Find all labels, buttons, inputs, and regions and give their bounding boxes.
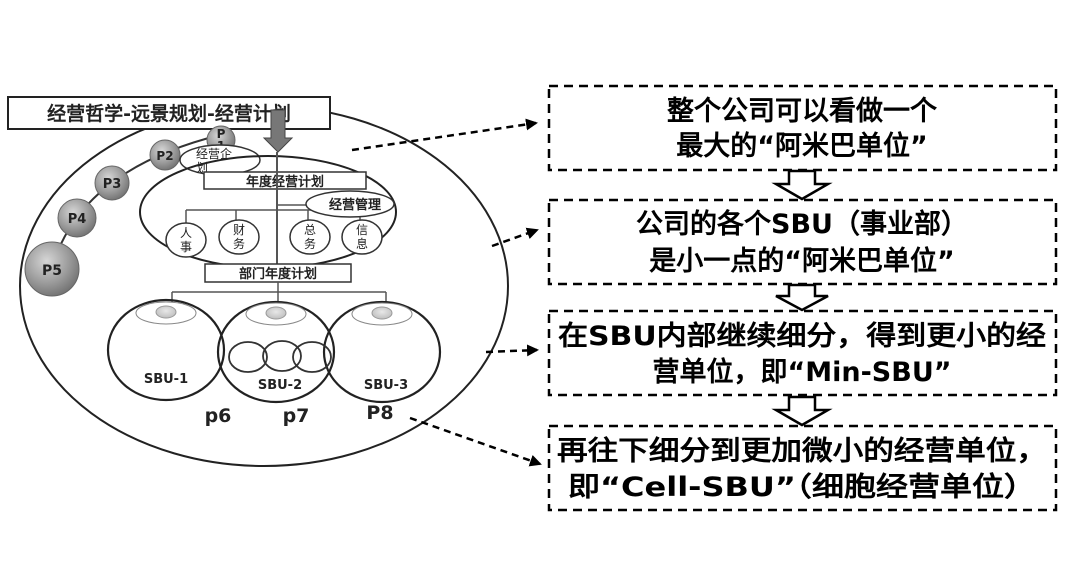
min-sbu-circle-2 [262,340,302,372]
p4-label: P4 [68,212,87,227]
arrow-to-box-4 [409,416,542,467]
circle-p4 [57,198,97,238]
arrow-to-box-3 [485,344,539,357]
dept-hr-line2: 事 [180,240,192,254]
min-sbu-circle-1 [228,341,268,373]
circle-p5 [24,241,80,297]
sbu-3-circle [322,300,442,404]
header-title: 经营哲学-远景规划-经营计划 [47,102,291,125]
management-oval [305,190,395,218]
sbu-3-top-dot [371,306,393,320]
box-1 [547,84,1058,172]
label-p7: p7 [283,405,310,427]
box-3 [547,309,1058,397]
sbu-2-top-dot [265,306,287,320]
down-arrow-icon-1 [771,169,833,201]
box-4-line-1: 再往下细分到更加微小的经营单位， [557,435,1047,467]
circle-p2 [149,139,181,171]
header-down-arrow-icon [262,109,294,153]
box-1-line-1: 整个公司可以看做一个 [667,96,938,127]
box-4 [547,424,1058,512]
min-sbu-circle-3 [292,341,332,373]
dept-info-line1: 信 [356,223,368,237]
annual-plan-box [203,171,367,190]
arrow-to-box-1 [351,118,538,152]
dept-oval-hr [165,222,207,258]
dept-oval-general [289,219,331,255]
dept-finance-line1: 财 [233,223,245,237]
sbu-1-circle [106,298,226,402]
sbu-1-label: SBU-1 [144,372,188,387]
box-4-line-2: 即“Cell-SBU”（细胞经营单位） [568,471,1036,503]
dept-hr-line1: 人 [180,226,192,240]
box-2-line-2: 是小一点的“阿米巴单位” [649,245,955,277]
company-outer-ellipse [19,105,509,467]
dept-oval-info [341,219,383,255]
down-arrow-icon-2 [775,283,829,312]
dept-annual-plan-label: 部门年度计划 [239,266,317,282]
p1-label-line1: P [217,127,226,141]
dept-info-line2: 息 [356,236,368,251]
p2-label: P2 [156,149,173,163]
box-2-line-1: 公司的各个SBU（事业部） [636,208,968,240]
sbu-2-label: SBU-2 [258,378,302,393]
p3-label: P3 [103,177,122,192]
box-3-line-2: 营单位，即“Min-SBU” [653,356,952,388]
annual-plan-label: 年度经营计划 [246,174,324,190]
label-p8: P8 [366,402,393,424]
sbu-1-top-dot [155,305,177,319]
dept-finance-line2: 务 [233,236,245,251]
planning-line1: 经营企 [196,146,232,161]
dept-oval-finance [218,219,260,255]
label-p6: p6 [205,405,232,427]
down-arrow-icon-3 [771,395,833,427]
management-label: 经营管理 [329,197,381,213]
p5-label: P5 [42,263,62,279]
box-2 [547,198,1058,286]
circle-p3 [94,165,130,201]
dept-general-line2: 务 [304,236,316,251]
arrow-to-box-2 [491,227,539,248]
sbu-3-label: SBU-3 [364,378,408,393]
sbu-2-circle [216,300,336,404]
dept-general-line1: 总 [304,223,316,237]
box-1-line-2: 最大的“阿米巴单位” [676,130,928,162]
box-3-line-1: 在SBU内部继续细分，得到更小的经 [558,320,1046,352]
